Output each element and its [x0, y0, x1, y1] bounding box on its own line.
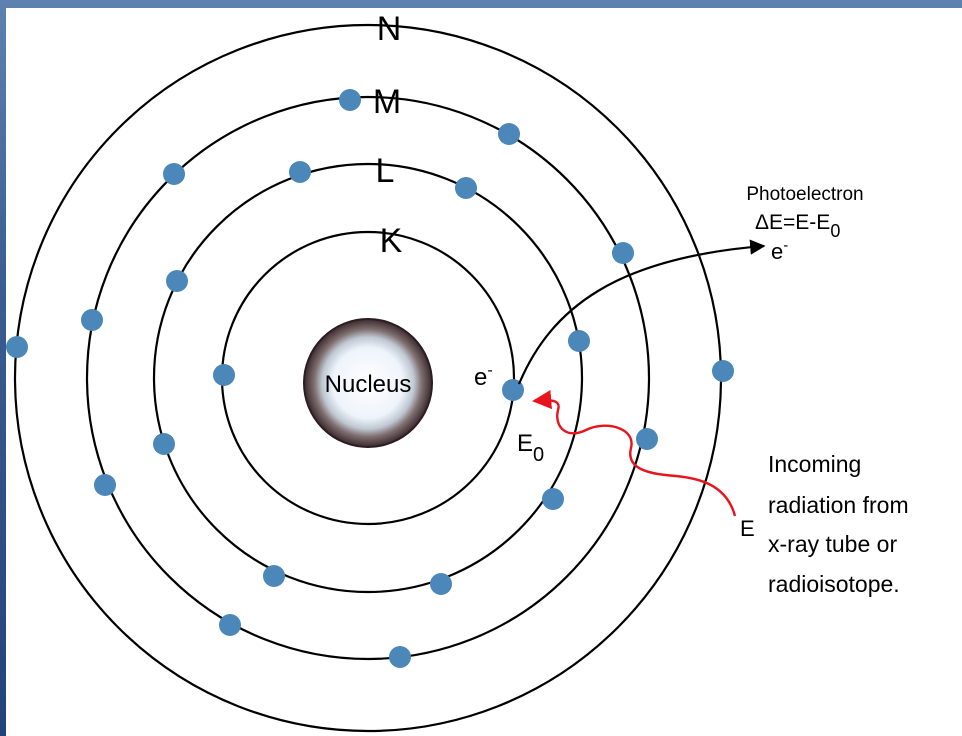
electron-l: [542, 488, 564, 510]
electron-m: [498, 123, 520, 145]
photoelectron-equation: ΔE=E-E0: [755, 211, 840, 241]
electron-m: [339, 89, 361, 111]
electron-l: [263, 565, 285, 587]
electron-l: [430, 573, 452, 595]
incoming-energy-symbol: E: [740, 516, 755, 541]
binding-energy-label: E0: [517, 430, 544, 466]
atom-diagram: Nucleus N M L K: [6, 8, 962, 736]
shell-label-k: K: [380, 222, 403, 260]
electron-l: [153, 433, 175, 455]
incoming-radiation-wave: [534, 400, 735, 516]
photoelectron-title: Photoelectron: [746, 184, 863, 205]
electron-m: [81, 309, 103, 331]
ejected-electron-label: e-: [474, 362, 493, 391]
electron-m: [636, 428, 658, 450]
incoming-label-line3: x-ray tube or: [768, 531, 897, 557]
electron-n: [612, 242, 634, 264]
electron-n: [712, 360, 734, 382]
nucleus-label: Nucleus: [325, 371, 412, 398]
electron-l: [289, 161, 311, 183]
shell-label-n: N: [377, 10, 402, 48]
incoming-label-line4: radioisotope.: [768, 571, 900, 597]
electron-m: [219, 614, 241, 636]
incoming-label-line1: Incoming: [768, 451, 861, 477]
shell-label-l: L: [376, 152, 395, 190]
shell-label-m: M: [373, 83, 401, 121]
electron-l: [568, 330, 590, 352]
electron-l: [455, 177, 477, 199]
electron-l: [166, 270, 188, 292]
diagram-frame: Nucleus N M L K: [6, 8, 962, 736]
electron-k: [213, 364, 235, 386]
electron-n: [6, 336, 28, 358]
photoelectron-symbol: e-: [771, 237, 788, 264]
electron-m: [94, 474, 116, 496]
electron-m: [389, 646, 411, 668]
incoming-label-line2: radiation from: [768, 492, 909, 518]
electron-m: [163, 163, 185, 185]
